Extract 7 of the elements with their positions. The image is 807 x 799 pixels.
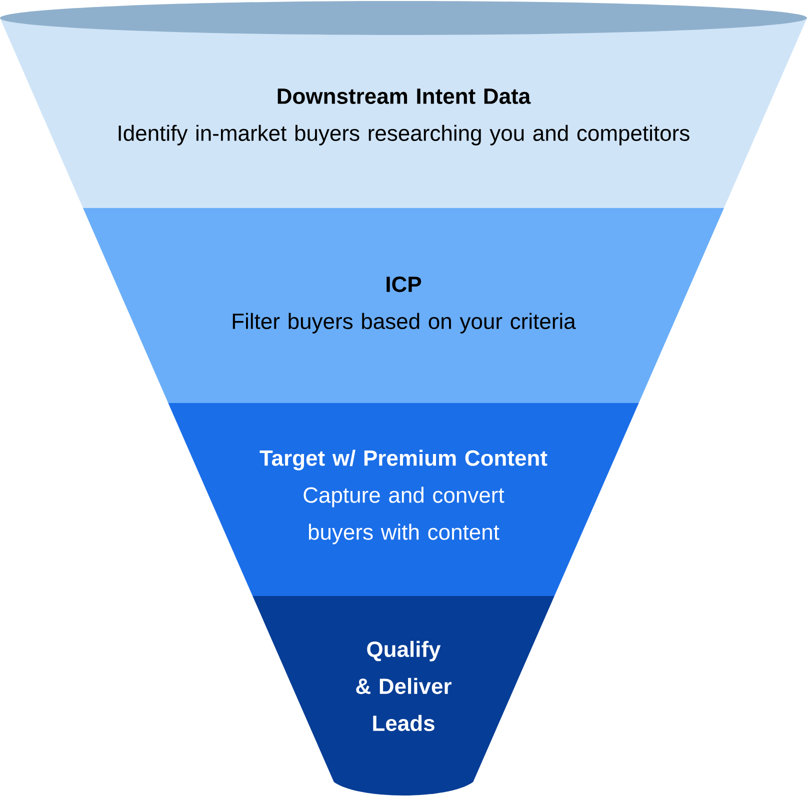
band-heading: Downstream Intent Data [278,88,531,104]
band-description: Capture and convert buyers with content [304,486,504,544]
band-heading: Target w/ Premium Content [260,450,548,470]
band-description: Filter buyers based on your criteria [232,312,576,334]
band-heading: Qualify & Deliver Leads [356,640,452,732]
band-heading: ICP [386,276,422,292]
band-description: Identify in-market buyers researching you and competitors [118,124,690,146]
